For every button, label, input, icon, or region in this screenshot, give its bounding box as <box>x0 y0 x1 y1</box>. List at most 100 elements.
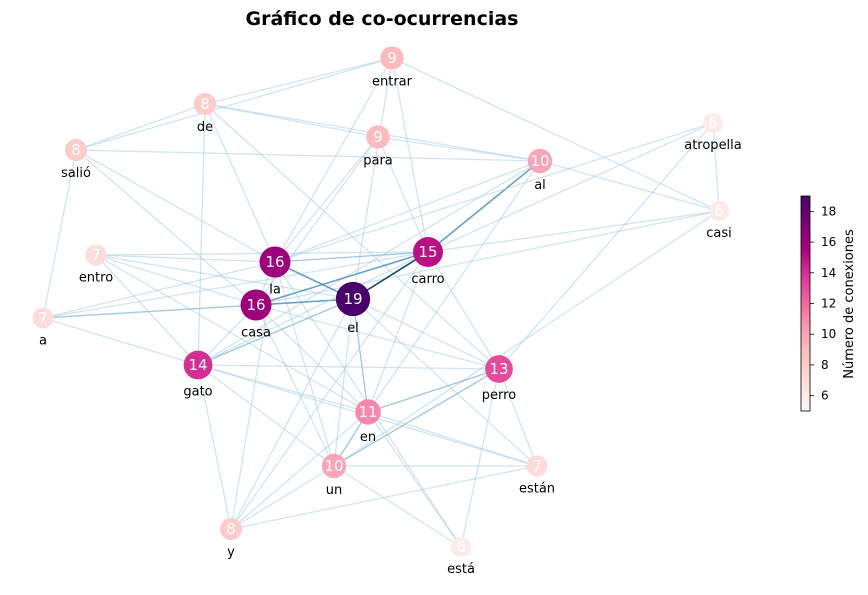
colorbar-tick-label: 14 <box>821 266 836 280</box>
edge-el-y <box>230 298 354 530</box>
node-label: perro <box>482 388 516 403</box>
colorbar-label: Número de conexiones <box>842 229 857 379</box>
node-count: 7 <box>38 309 48 327</box>
edge-a-la <box>42 261 276 319</box>
node-count: 16 <box>246 296 265 314</box>
edge-casa-en <box>255 304 369 413</box>
edge-en-esta <box>367 411 462 548</box>
node-circle <box>703 113 723 133</box>
node-count: 9 <box>387 49 397 67</box>
edge-carro-en <box>367 251 429 413</box>
node-circle <box>335 281 371 317</box>
node-atropella: 6 atropella <box>684 113 742 153</box>
edge-entro-en <box>95 254 369 413</box>
node-label: atropella <box>684 138 742 153</box>
edge-en-y <box>230 411 369 530</box>
edge-entro-gato <box>95 254 199 366</box>
colorbar-tick-label: 6 <box>821 389 829 403</box>
node-circle <box>413 237 443 267</box>
node-label: salió <box>61 166 91 181</box>
colorbar-tick-label: 18 <box>821 204 836 218</box>
edge-a-gato <box>42 317 199 366</box>
node-circle <box>451 537 471 557</box>
chart-title: Gráfico de co-ocurrencias <box>245 8 518 30</box>
edge-casi-un <box>333 210 720 467</box>
node-label: entrar <box>372 75 413 90</box>
edge-gato-perro <box>197 364 500 370</box>
edge-perro-en <box>367 368 500 413</box>
node-label: para <box>363 154 393 169</box>
colorbar-tick-label: 8 <box>821 358 829 372</box>
node-label: y <box>227 545 235 560</box>
node-label: el <box>347 321 359 336</box>
colorbar-tick-label: 16 <box>821 235 836 249</box>
edge-el-estan <box>352 298 538 467</box>
node-entrar: 9 entrar <box>372 46 413 90</box>
node-circle <box>219 517 243 541</box>
node-label: de <box>197 120 213 135</box>
edge-un-y <box>230 465 335 530</box>
node-a: 7a <box>32 307 54 349</box>
edge-entrar-carro <box>391 57 429 253</box>
node-circle <box>527 148 553 174</box>
edge-atropella-la <box>274 122 714 263</box>
node-entro: 7 entro <box>79 244 113 286</box>
node-casa: 16 casa <box>240 289 272 341</box>
edge-gato-un <box>197 364 335 467</box>
node-circle <box>380 46 404 70</box>
node-count: 10 <box>530 152 549 170</box>
edge-perro-estan <box>498 368 538 467</box>
edge-al-en <box>367 160 541 413</box>
node-circle <box>32 307 54 329</box>
node-count: 8 <box>200 95 210 113</box>
edge-la-carro <box>274 251 429 263</box>
node-circle <box>366 125 390 149</box>
node-label: entro <box>79 271 113 286</box>
node-label: carro <box>411 272 444 287</box>
node-count: 19 <box>343 290 362 308</box>
node-circle <box>85 244 107 266</box>
edge-el-gato <box>197 298 354 366</box>
node-circle <box>321 453 347 479</box>
node-label: casa <box>241 326 271 341</box>
node-de: 8 de <box>193 92 217 135</box>
edge-en-estan <box>367 411 538 467</box>
node-count: 6 <box>456 538 466 556</box>
edge-el-perro <box>352 298 500 370</box>
node-count: 6 <box>708 114 718 132</box>
edge-entrar-la <box>274 57 393 263</box>
colorbar-scale <box>800 195 811 412</box>
node-el: 19 el <box>335 281 371 336</box>
edge-salio-a <box>42 149 77 319</box>
node-label: gato <box>183 384 212 399</box>
node-label: a <box>39 334 47 349</box>
node-count: 7 <box>532 457 542 475</box>
node-label: está <box>447 562 475 577</box>
edge-casa-un <box>255 304 335 467</box>
edge-a-carro <box>42 251 429 319</box>
edge-entrar-salio <box>75 57 393 151</box>
edge-entro-la <box>95 254 276 263</box>
node-count: 10 <box>324 457 343 475</box>
edge-carro-gato <box>197 251 429 366</box>
edge-entro-carro <box>95 251 429 256</box>
node-count: 16 <box>265 253 284 271</box>
edge-perro-un <box>333 368 500 467</box>
node-circle <box>259 246 291 278</box>
node-circle <box>485 355 513 383</box>
node-y: 8y <box>219 517 243 560</box>
edge-de-la <box>204 103 276 263</box>
node-count: 11 <box>358 403 377 421</box>
edge-al-gato <box>197 160 541 366</box>
node-count: 7 <box>91 246 101 264</box>
edge-entrar-casi <box>391 57 720 212</box>
